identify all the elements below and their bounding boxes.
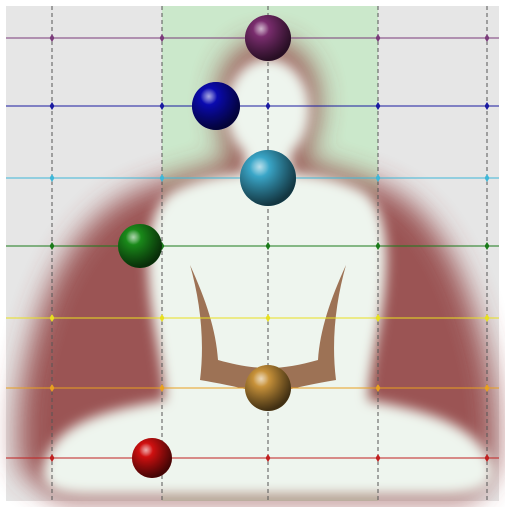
sphere-shading-throat — [240, 150, 296, 206]
sphere-shading-sacral — [245, 365, 291, 411]
sphere-shading-heart — [118, 224, 162, 268]
sphere-shading-crown — [245, 15, 291, 61]
sphere-shading-root — [132, 438, 172, 478]
sphere-shading-third-eye — [192, 82, 240, 130]
